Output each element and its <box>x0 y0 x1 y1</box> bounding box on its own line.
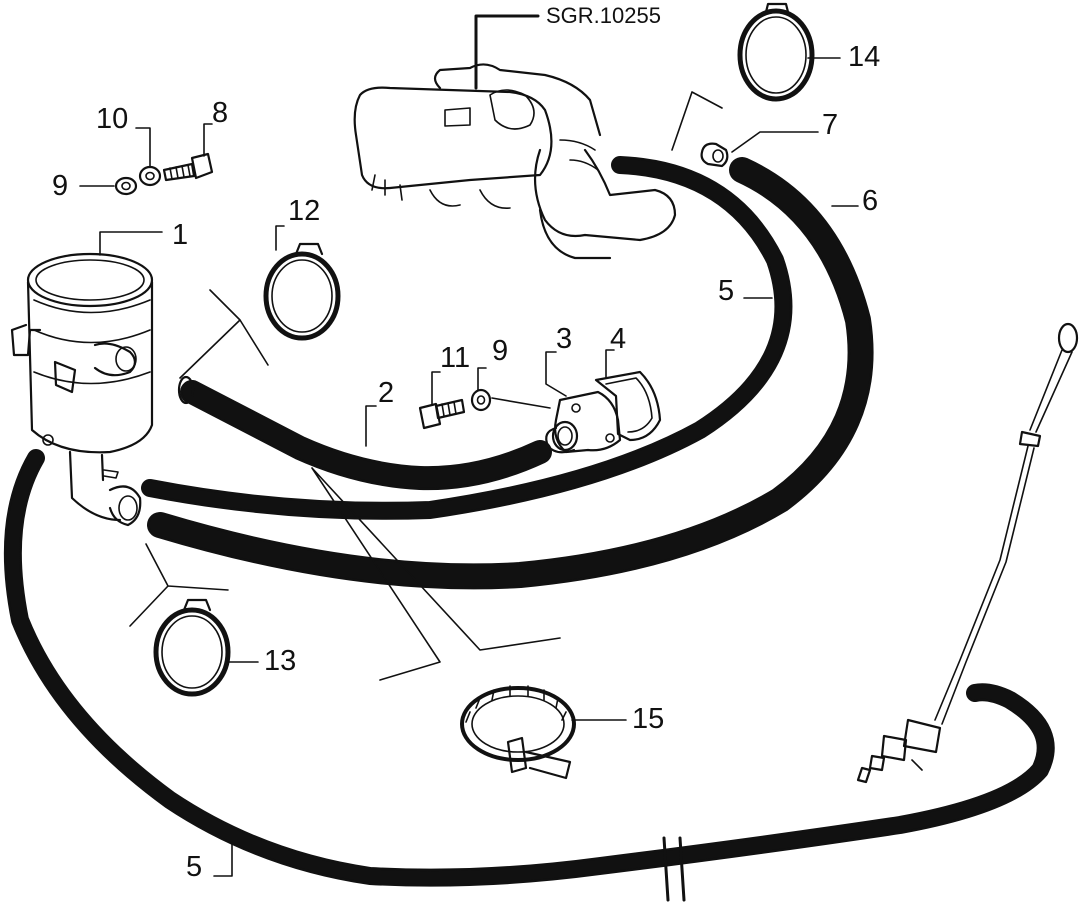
callout-5-upper: 5 <box>718 275 734 307</box>
callout-14: 14 <box>848 41 880 73</box>
hose-clamp-13 <box>129 543 259 697</box>
reference-code-label: SGR.10255 <box>546 3 661 28</box>
plug-part-7 <box>700 131 819 168</box>
callout-15: 15 <box>632 703 664 735</box>
callout-9-right: 9 <box>492 335 508 367</box>
callout-6: 6 <box>862 185 878 217</box>
hose-part-2 <box>177 375 561 681</box>
washer-part-9-right <box>470 367 551 412</box>
sensor-fitting <box>856 718 942 784</box>
callout-7: 7 <box>822 109 838 141</box>
washer-part-9-left <box>79 176 138 196</box>
gasket-part-4 <box>594 349 662 442</box>
hose-part-6 <box>147 157 874 590</box>
engine-manifold-assembly <box>353 14 677 260</box>
callout-2: 2 <box>378 377 394 409</box>
flange-fitting-part-3 <box>545 351 622 454</box>
bolt-part-11 <box>418 371 466 430</box>
hose-clamp-12 <box>179 225 341 379</box>
callout-5-lower: 5 <box>186 851 202 883</box>
callout-9-left: 9 <box>52 170 68 202</box>
callout-4: 4 <box>610 323 626 355</box>
callout-11: 11 <box>440 342 470 374</box>
hose-part-5-upper <box>141 91 793 520</box>
callout-10: 10 <box>96 103 128 135</box>
oil-dipstick <box>934 322 1079 725</box>
lock-washer-part-10 <box>135 127 162 187</box>
oil-separator-part-1 <box>10 231 163 527</box>
hose-part-5-lower <box>3 449 1055 902</box>
callout-13: 13 <box>264 645 296 677</box>
callout-3: 3 <box>556 323 572 355</box>
hose-clamp-14 <box>737 2 841 102</box>
bolt-part-8 <box>162 123 214 182</box>
callout-8: 8 <box>212 97 228 129</box>
callout-12: 12 <box>288 195 320 227</box>
callout-1: 1 <box>172 219 188 251</box>
strap-clamp-15 <box>460 685 627 780</box>
